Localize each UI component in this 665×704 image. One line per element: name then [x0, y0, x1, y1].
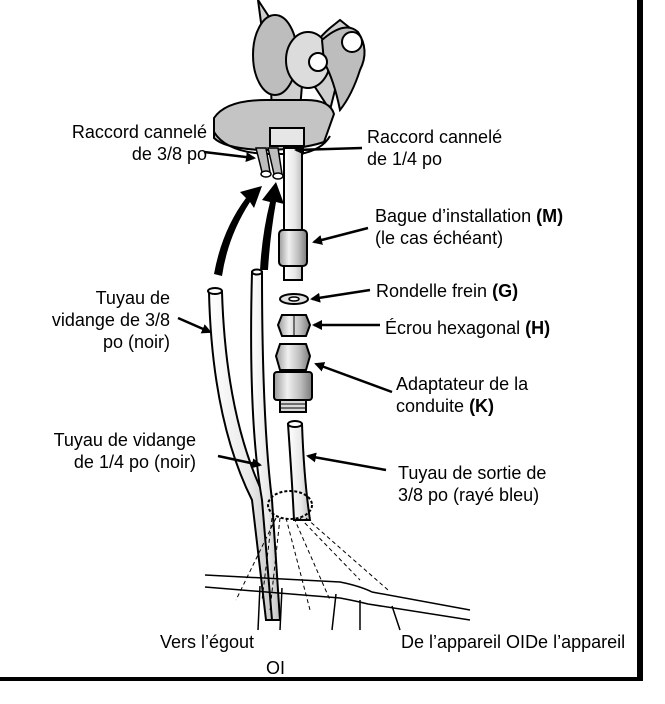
label-installation-ring: Bague d’installation (M) (le cas échéant…	[375, 205, 563, 249]
label-hex-nut: Écrou hexagonal (H)	[385, 317, 550, 339]
countertop-lines	[205, 575, 470, 630]
outlet-stem	[284, 148, 302, 232]
barbed-fittings	[256, 148, 283, 179]
label-drain-tube-1-4: Tuyau de vidange de 1/4 po (noir)	[54, 429, 196, 473]
label-outlet-tube: Tuyau de sortie de 3/8 po (rayé bleu)	[398, 462, 546, 506]
line-adapter	[274, 344, 312, 412]
lock-washer	[280, 294, 308, 304]
frame-border-bottom	[0, 677, 643, 681]
installation-ring	[279, 230, 307, 280]
label-line-adapter: Adaptateur de la conduite (K)	[396, 373, 528, 417]
label-from-unit: De l’appareil OIDe l’appareil	[401, 631, 625, 653]
label-drain-tube-3-8: Tuyau de vidange de 3/8 po (noir)	[52, 287, 170, 353]
label-to-drain: Vers l’égout	[160, 631, 254, 653]
flow-arrows	[214, 182, 284, 276]
outlet-tube-3-8	[288, 421, 310, 520]
hex-nut	[278, 315, 310, 336]
faucet	[214, 0, 365, 154]
frame-border-right	[637, 0, 643, 681]
label-oi: OI	[266, 657, 285, 679]
label-barbed-fitting-1-4: Raccord cannelé de 1/4 po	[367, 126, 502, 170]
label-barbed-fitting-3-8: Raccord cannelé de 3/8 po	[72, 121, 207, 165]
label-lock-washer: Rondelle frein (G)	[376, 280, 518, 302]
